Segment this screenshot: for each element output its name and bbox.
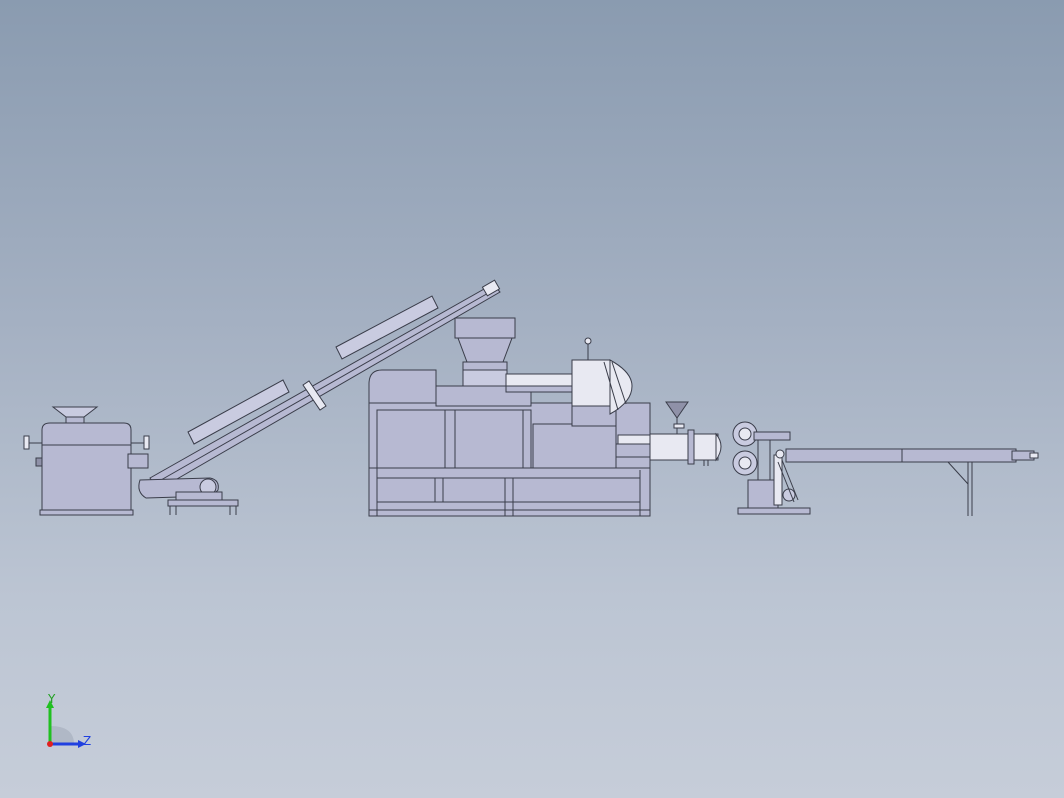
extruder-machine[interactable] <box>368 317 651 517</box>
orientation-triad: Y Z <box>36 692 106 760</box>
z-axis-label: Z <box>83 734 92 748</box>
triad-plane-icon <box>50 726 74 744</box>
puller-unit[interactable] <box>732 421 811 515</box>
z-axis-arrowhead-icon <box>78 740 86 748</box>
output-table[interactable] <box>785 448 1039 516</box>
inclined-conveyor[interactable] <box>127 279 501 515</box>
triad-graphic <box>46 700 86 748</box>
y-axis-label: Y <box>48 692 56 706</box>
second-barrel[interactable] <box>615 401 722 466</box>
mixer-machine[interactable] <box>23 406 150 516</box>
y-axis-arrowhead-icon <box>46 700 54 708</box>
x-axis-dot-icon <box>47 741 53 747</box>
